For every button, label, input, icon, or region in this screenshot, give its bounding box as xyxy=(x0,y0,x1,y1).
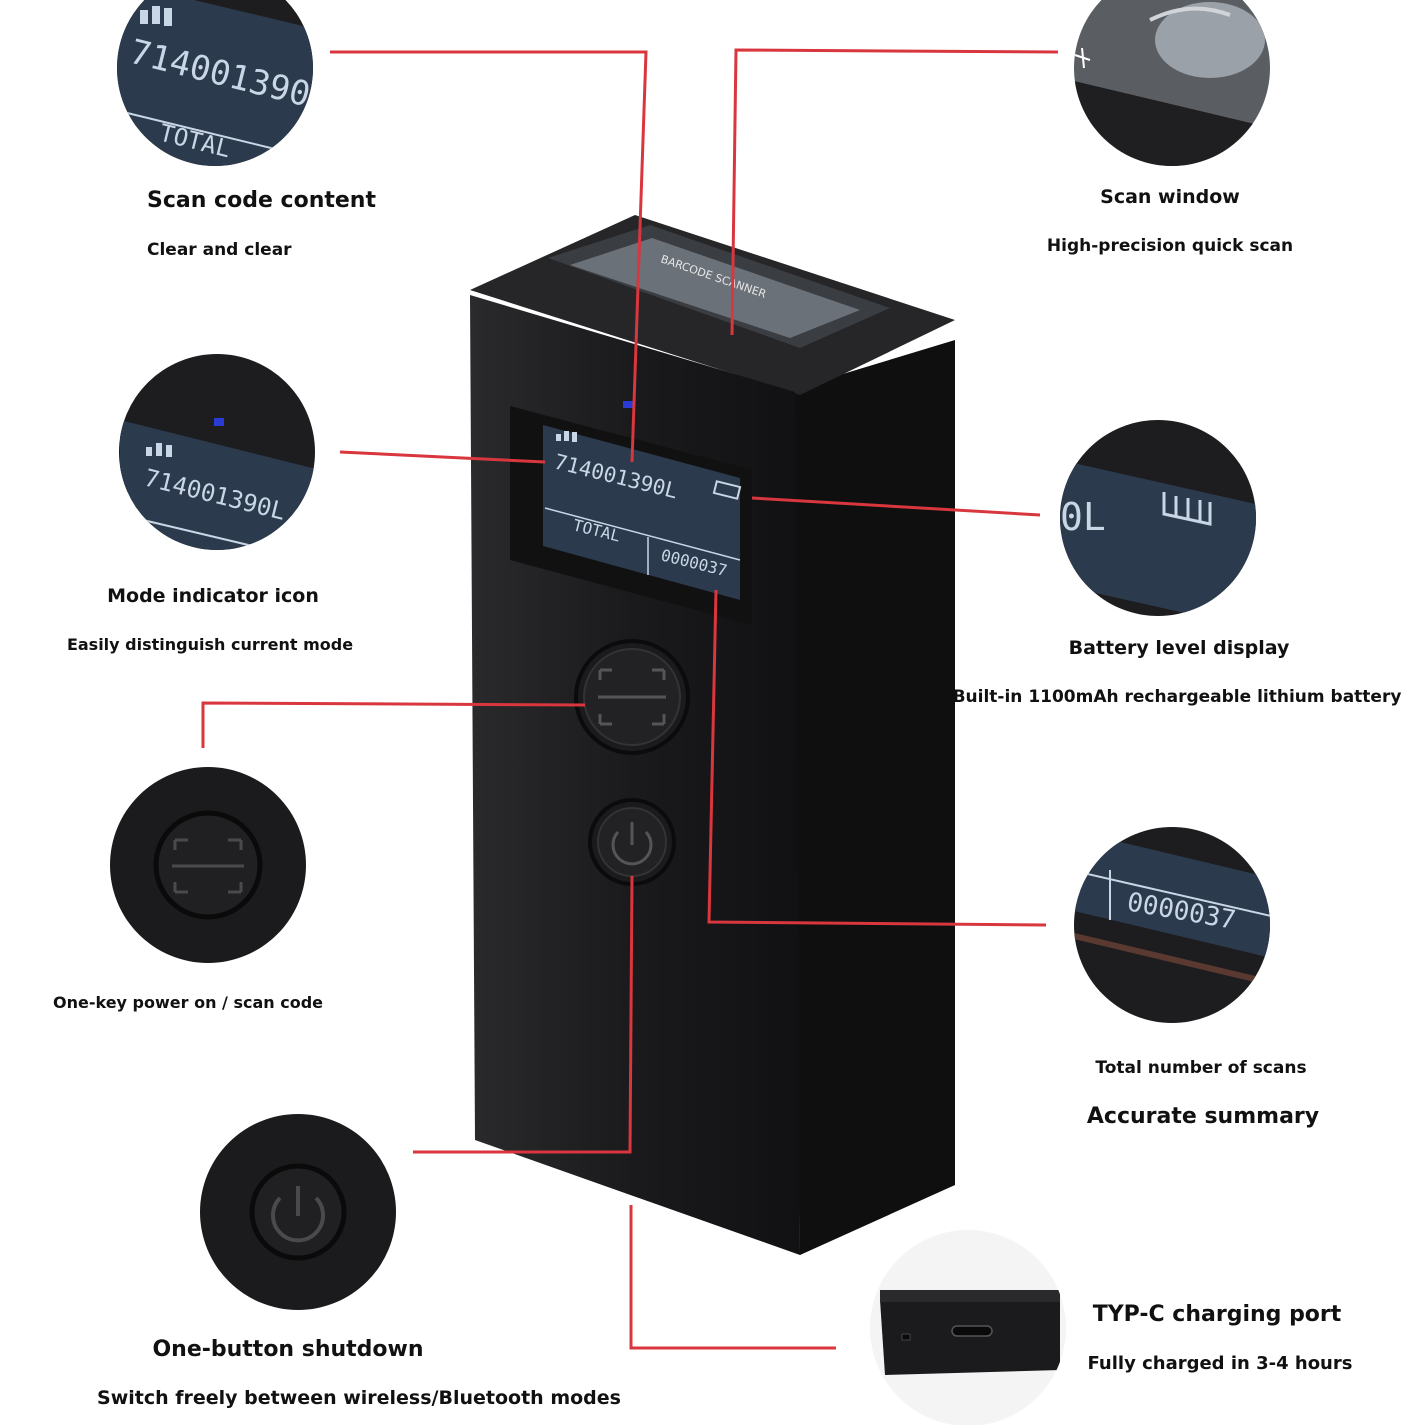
leader-battery xyxy=(751,496,1041,517)
mode-bars-icon xyxy=(556,431,577,442)
detail-battery-icon xyxy=(1162,492,1212,526)
scan-icon xyxy=(598,668,666,726)
leader-scan-button xyxy=(201,701,586,748)
shutdown-title: One-button shutdown xyxy=(152,1337,424,1362)
power-icon xyxy=(271,1186,325,1243)
battery-sub: Built-in 1100mAh rechargeable lithium ba… xyxy=(952,687,1402,707)
scanner-device: BARCODE SCANNER 714001390L TOTAL 0000037 xyxy=(470,215,955,1255)
detail-scan-content: 714001390L TOTAL xyxy=(117,0,313,166)
leader-lines xyxy=(201,48,1059,1350)
scan-content-sub: Clear and clear xyxy=(147,240,292,260)
battery-title: Battery level display xyxy=(1068,637,1290,659)
leader-total-scans xyxy=(707,589,1047,927)
scan-window-sub: High-precision quick scan xyxy=(1046,236,1294,256)
leader-scan-content xyxy=(330,50,648,463)
scan-window-glass xyxy=(570,238,860,338)
detail-code-partial: 0L xyxy=(1060,495,1106,539)
scan-icon xyxy=(172,838,244,894)
power-button[interactable] xyxy=(588,798,676,886)
detail-scan-button xyxy=(110,767,306,963)
power-scan-sub: One-key power on / scan code xyxy=(53,993,323,1012)
leader-mode-indicator xyxy=(339,450,546,464)
power-icon xyxy=(611,822,653,866)
mode-indicator-title: Mode indicator icon xyxy=(107,585,319,607)
shutdown-sub: Switch freely between wireless/Bluetooth… xyxy=(97,1387,621,1409)
scan-button[interactable] xyxy=(574,639,690,755)
detail-mode-indicator: 714001390L xyxy=(119,354,315,550)
lcd-battery-icon xyxy=(712,480,742,500)
lcd-divider xyxy=(544,507,741,561)
mode-indicator-sub: Easily distinguish current mode xyxy=(66,635,354,654)
charging-sub: Fully charged in 3-4 hours xyxy=(1087,1353,1353,1374)
detail-scan-window xyxy=(1074,0,1270,166)
device-side xyxy=(790,340,955,1255)
total-scans-title: Accurate summary xyxy=(1086,1104,1320,1129)
lcd-screen xyxy=(543,425,740,600)
charging-title: TYP-C charging port xyxy=(1092,1302,1342,1327)
leader-scan-window xyxy=(730,48,1059,336)
total-scans-sub: Total number of scans xyxy=(1095,1058,1307,1078)
leader-power-button xyxy=(413,875,634,1154)
led-indicator xyxy=(623,401,633,408)
detail-battery: 0L xyxy=(1060,420,1256,616)
detail-total-scans: 0000037 xyxy=(1074,827,1270,1023)
usb-c-port-icon xyxy=(951,1325,993,1337)
detail-power-button xyxy=(200,1114,396,1310)
detail-charging-port xyxy=(870,1230,1066,1425)
leader-charging xyxy=(629,1205,836,1350)
scan-content-title: Scan code content xyxy=(147,188,376,213)
scan-window-title: Scan window xyxy=(1100,186,1240,208)
